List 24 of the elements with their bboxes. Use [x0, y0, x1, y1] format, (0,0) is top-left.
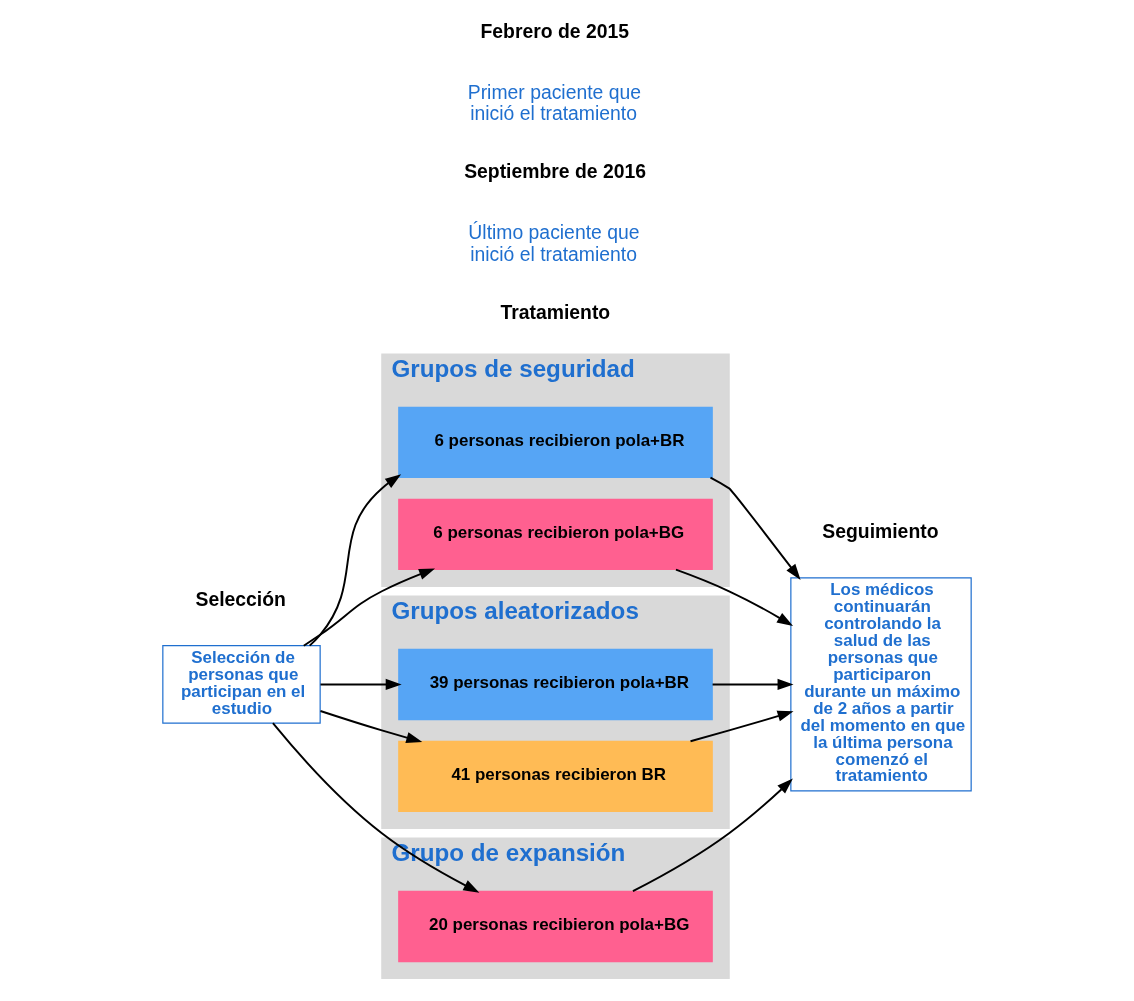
arrow: [319, 710, 423, 744]
label: Selección: [195, 587, 286, 610]
label: Seguimiento: [822, 519, 939, 542]
node-box: Los médicos continuarán controlando la salud de las personas que participaron durante un máximo de 2 años a partir del momento en que la última persona comenzó el tratamiento: [790, 577, 972, 792]
label: Septiembre de 2016: [464, 160, 646, 183]
arrow: [271, 722, 480, 893]
node-box: 20 personas recibieron pola+BG: [398, 890, 713, 963]
node-box: 6 personas recibieron pola+BR: [398, 406, 713, 479]
label: Tratamiento: [500, 300, 611, 323]
arrow: [631, 778, 793, 893]
node-box: 41 personas recibieron BR: [398, 740, 713, 813]
label: Último paciente que inició el tratamiento: [468, 220, 640, 265]
arrow: [302, 568, 436, 647]
node-box: Selección de personas que participan en el estudio: [162, 645, 321, 724]
label: Primer paciente que inició el tratamiento: [467, 80, 642, 125]
arrow: [711, 678, 794, 691]
label: Febrero de 2015: [480, 20, 629, 43]
node-box: 6 personas recibieron pola+BG: [398, 498, 713, 571]
arrow: [308, 474, 402, 647]
arrow: [674, 568, 794, 626]
arrow: [709, 476, 801, 580]
arrow: [319, 678, 402, 691]
node-box: 39 personas recibieron pola+BR: [398, 648, 713, 721]
arrow: [689, 710, 794, 743]
